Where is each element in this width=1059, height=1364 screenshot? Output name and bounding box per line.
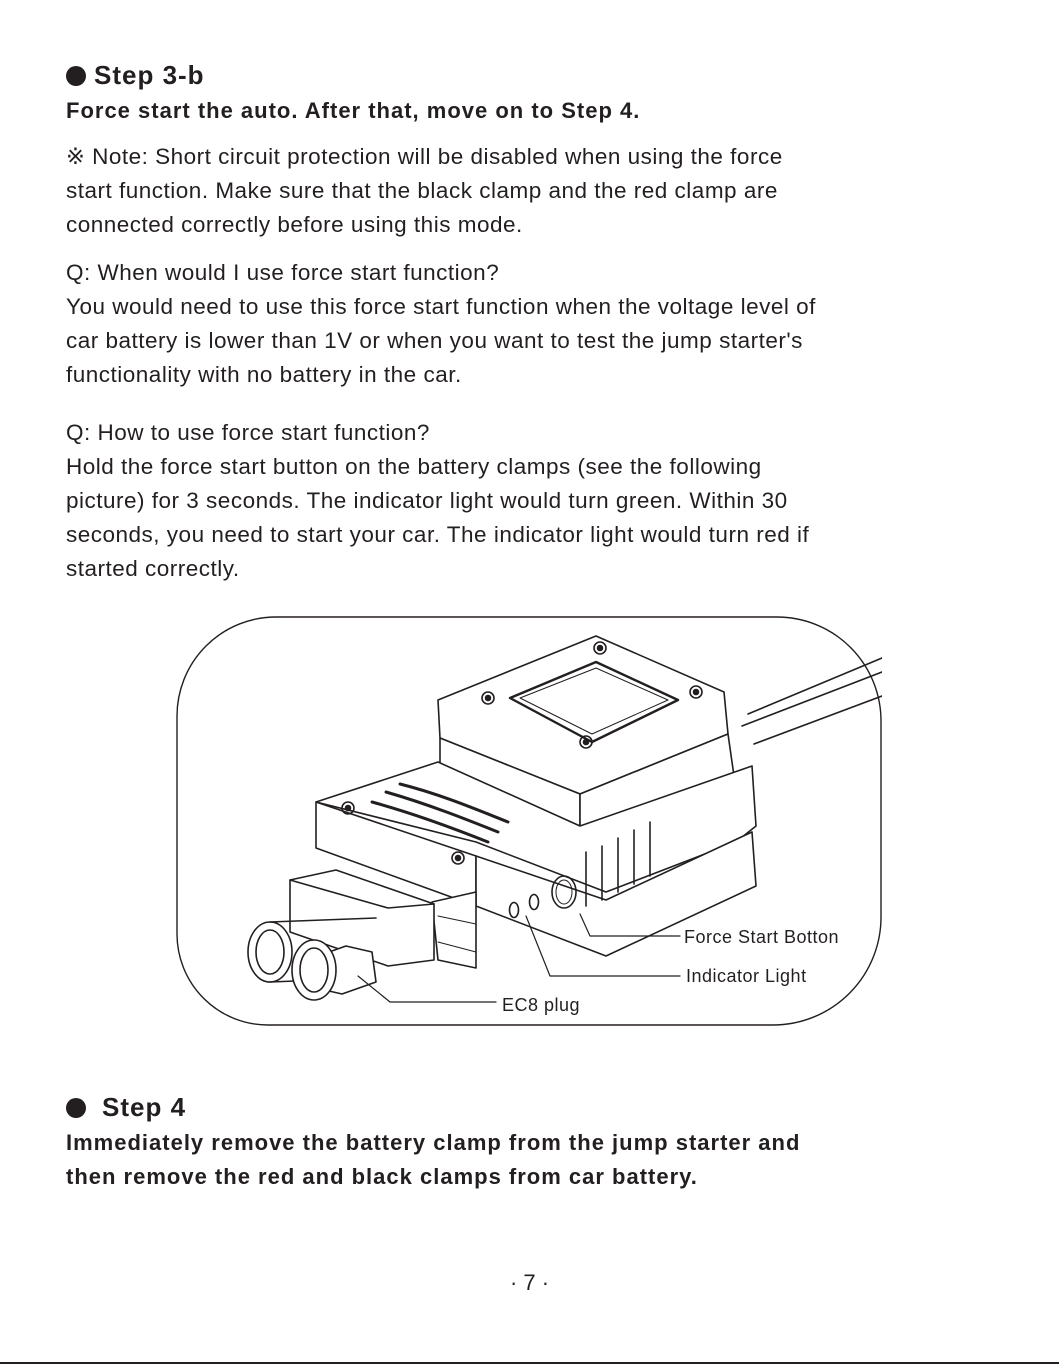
question-line: Q: How to use force start function?	[66, 420, 430, 445]
answer-line: seconds, you need to start your car. The…	[66, 522, 810, 547]
page-number: · 7 ·	[509, 1270, 550, 1295]
note-paragraph: ※ Note: Short circuit protection will be…	[66, 140, 1026, 242]
step-4-heading: Step 4	[66, 1092, 186, 1123]
answer-line: functionality with no battery in the car…	[66, 362, 462, 387]
step-4-body-line: then remove the red and black clamps fro…	[66, 1164, 698, 1189]
question-line: Q: When would I use force start function…	[66, 260, 500, 285]
answer-line: Hold the force start button on the batte…	[66, 454, 762, 479]
note-line: connected correctly before using this mo…	[66, 212, 523, 237]
step-3b-heading: Step 3-b	[66, 60, 205, 91]
step-4-title: Step 4	[102, 1092, 187, 1122]
battery-clamp-figure: Force Start Botton Indicator Light EC8 p…	[176, 616, 882, 1026]
question-1-paragraph: Q: When would I use force start function…	[66, 256, 1026, 392]
bottom-rule	[0, 1362, 1059, 1364]
battery-clamp-illustration	[176, 616, 882, 1026]
answer-line: You would need to use this force start f…	[66, 294, 816, 319]
step-3b-subtitle: Force start the auto. After that, move o…	[66, 98, 641, 123]
step-3b-title: Step 3-b	[94, 60, 205, 90]
step-4-body: Immediately remove the battery clamp fro…	[66, 1126, 1026, 1194]
step-4-body-line: Immediately remove the battery clamp fro…	[66, 1130, 801, 1155]
bullet-icon	[66, 65, 86, 86]
answer-line: picture) for 3 seconds. The indicator li…	[66, 488, 788, 513]
callout-indicator-light: Indicator Light	[686, 966, 807, 986]
answer-line: started correctly.	[66, 556, 240, 581]
answer-line: car battery is lower than 1V or when you…	[66, 328, 803, 353]
question-2-paragraph: Q: How to use force start function? Hold…	[66, 416, 1026, 586]
bullet-icon	[66, 1097, 86, 1118]
callout-ec8-plug: EC8 plug	[502, 995, 581, 1015]
note-line: start function. Make sure that the black…	[66, 178, 778, 203]
callout-force-start-button: Force Start Botton	[684, 927, 840, 947]
note-line: ※ Note: Short circuit protection will be…	[66, 144, 783, 169]
